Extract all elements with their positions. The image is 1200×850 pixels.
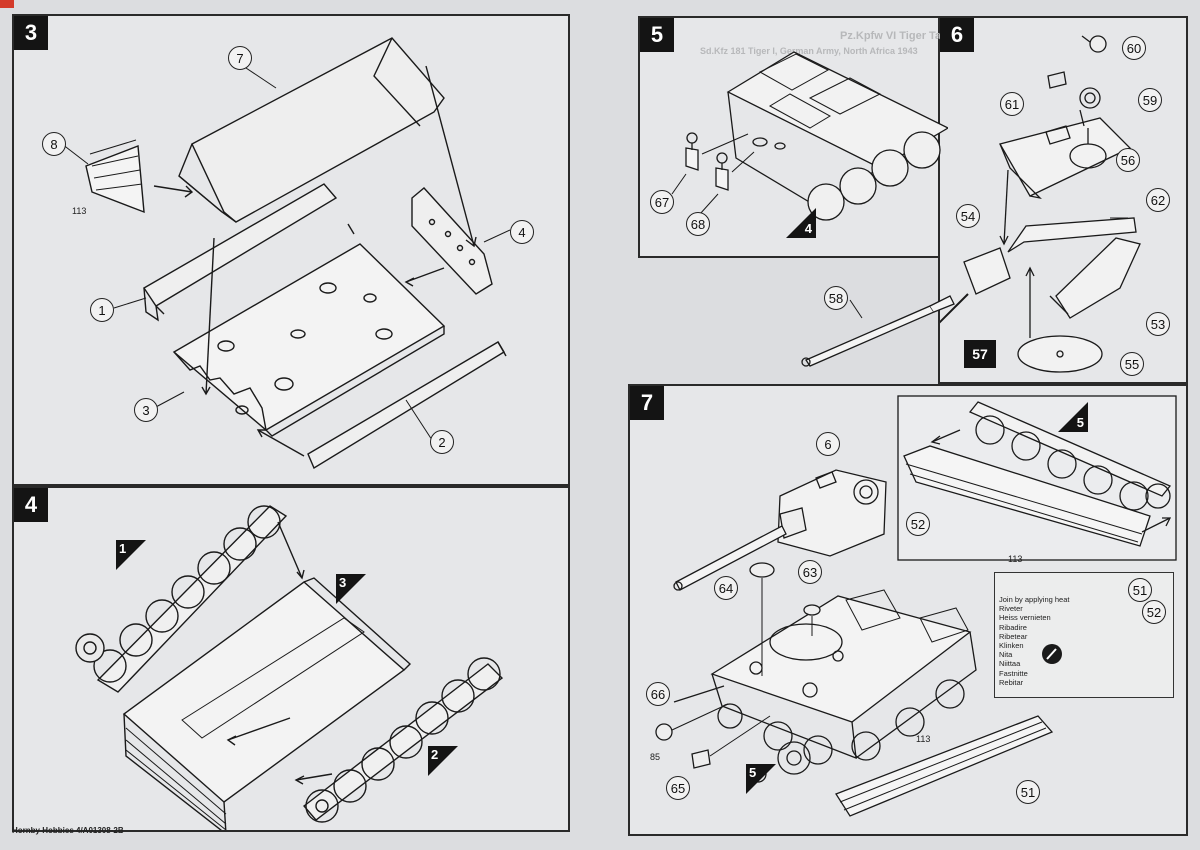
part-callout: 54 — [956, 204, 980, 228]
step-6-drawing — [940, 35, 1141, 373]
part-callout: 60 — [1122, 36, 1146, 60]
sub-assembly-marker: 5 — [746, 764, 776, 794]
part-callout: 51 — [1128, 578, 1152, 602]
part-callout: 67 — [650, 190, 674, 214]
part-callout: 58 — [824, 286, 848, 310]
join-instructions-list: Join by applying heat Riveter Heiss vern… — [999, 595, 1169, 687]
join-instruction-line: Ribetear — [999, 631, 1028, 641]
step-5-drawing — [671, 51, 948, 221]
track-length-label: 113 — [916, 734, 931, 744]
part-callout: 3 — [134, 398, 158, 422]
part-callout: 1 — [90, 298, 114, 322]
sub-assembly-number: 1 — [119, 541, 127, 556]
part-callout: 63 — [798, 560, 822, 584]
sub-assembly-number: 4 — [804, 221, 812, 236]
part-callout: 52 — [1142, 600, 1166, 624]
part-callout: 61 — [1000, 92, 1024, 116]
track-length-label: 113 — [72, 206, 87, 216]
part-callout: 65 — [666, 776, 690, 800]
sub-assembly-marker: 2 — [428, 746, 458, 776]
part-callout: 2 — [430, 430, 454, 454]
step-7-panel: 7 — [628, 384, 1188, 836]
join-instruction-line: Nita — [999, 650, 1013, 660]
step-number: 3 — [14, 16, 48, 50]
step-number: 5 — [640, 18, 674, 52]
part-callout: 51 — [1016, 780, 1040, 804]
step-number: 7 — [630, 386, 664, 420]
part-callout: 66 — [646, 682, 670, 706]
sub-assembly-marker: 1 — [116, 540, 146, 570]
step-4-drawing — [75, 505, 504, 830]
sub-assembly-number: 2 — [431, 747, 439, 762]
footer-code: Hornby Hobbies 4/A01308-2B — [12, 826, 124, 835]
join-instruction-line: Niittaa — [999, 659, 1021, 669]
boxed-part-number: 57 — [964, 340, 996, 368]
step-3-drawing — [61, 37, 511, 470]
join-instruction-line: Ribadire — [999, 622, 1027, 632]
step-number: 4 — [14, 488, 48, 522]
step-6-panel: 6 — [938, 16, 1188, 384]
background-ghost-subtitle: Sd.Kfz 181 Tiger I, German Army, North A… — [700, 46, 918, 56]
part-callout: 7 — [228, 46, 252, 70]
sub-assembly-number: 5 — [1076, 415, 1084, 430]
part-callout: 56 — [1116, 148, 1140, 172]
join-instruction-line: Fastnitte — [999, 668, 1028, 678]
join-instruction-line: Riveter — [999, 604, 1023, 614]
part-callout: 62 — [1146, 188, 1170, 212]
part-callout: 59 — [1138, 88, 1162, 112]
sub-assembly-number: 5 — [749, 765, 757, 780]
step-number: 6 — [940, 18, 974, 52]
part-callout: 53 — [1146, 312, 1170, 336]
step-5-panel: 5 67 68 — [638, 16, 950, 258]
join-instruction-line: Rebitar — [999, 677, 1024, 687]
step-4-panel: 4 — [12, 486, 570, 832]
sub-assembly-marker: 3 — [336, 574, 366, 604]
heat-tool-icon — [1042, 644, 1062, 664]
join-instruction-line: Heiss vernieten — [999, 613, 1051, 623]
join-instruction-line: Join by applying heat — [999, 595, 1070, 604]
part-callout: 55 — [1120, 352, 1144, 376]
sub-assembly-number: 3 — [339, 575, 347, 590]
step-3-panel: 3 — [12, 14, 570, 486]
corner-mark — [0, 0, 14, 8]
sub-assembly-marker: 5 — [1058, 402, 1088, 432]
part-callout: 52 — [906, 512, 930, 536]
part-label: 85 — [650, 752, 661, 762]
track-length-label: 113 — [1008, 554, 1023, 564]
part-callout: 6 — [816, 432, 840, 456]
join-instructions-box: Join by applying heat Riveter Heiss vern… — [994, 572, 1174, 698]
sub-assembly-marker: 4 — [786, 208, 816, 238]
part-callout: 68 — [686, 212, 710, 236]
part-callout: 4 — [510, 220, 534, 244]
background-ghost-title: Pz.Kpfw VI Tiger Tank — [840, 30, 954, 42]
part-callout: 8 — [42, 132, 66, 156]
join-instruction-line: Klinken — [999, 641, 1024, 651]
part-callout: 64 — [714, 576, 738, 600]
